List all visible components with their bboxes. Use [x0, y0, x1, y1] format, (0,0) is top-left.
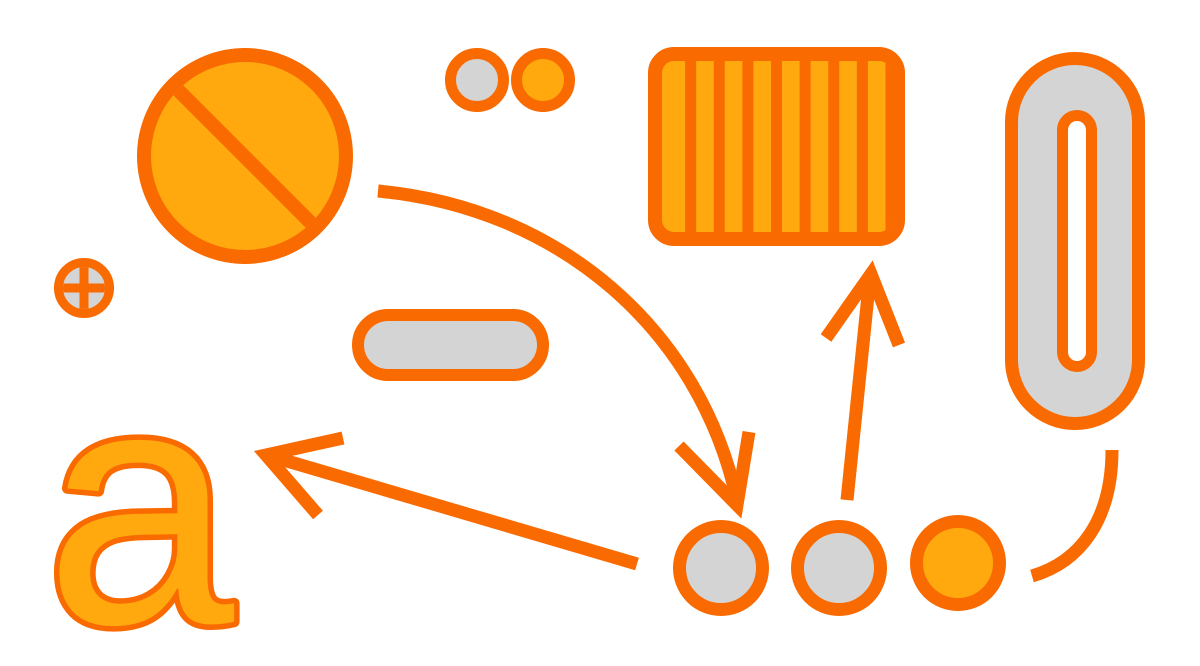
- curved-line-right-line: [1030, 449, 1119, 583]
- crosshair-circle-shape: [54, 258, 114, 318]
- tall-capsule-inner-slot: [1057, 110, 1097, 372]
- tall-capsule-inner-slot-body: [1057, 110, 1097, 372]
- letter-a-glyph: a: [40, 310, 242, 666]
- stripe-bar: [742, 61, 754, 232]
- straight-arrow-left-head-icon: [253, 431, 345, 520]
- striped-rounded-rectangle: [648, 47, 905, 246]
- small-circle-gray-top: [445, 48, 509, 112]
- straight-arrow-up-line: [840, 275, 877, 501]
- stripe-bar: [856, 61, 868, 232]
- bottom-circle-gray-1-body: [673, 520, 769, 616]
- letter-a-glyph-text: a: [45, 316, 236, 666]
- bottom-circle-gray-2-body: [791, 520, 887, 616]
- circle-slash-shape: [137, 48, 353, 264]
- bottom-circle-orange-3-body: [910, 515, 1006, 611]
- stripe-bar: [885, 61, 891, 232]
- stripe-bar: [713, 61, 725, 232]
- gray-pill-shape: [352, 309, 549, 381]
- bottom-circle-orange-3: [910, 515, 1006, 611]
- curved-arrow-down-right: [377, 184, 756, 519]
- bottom-circle-gray-1: [673, 520, 769, 616]
- striped-rounded-rectangle-stripes: [685, 61, 891, 232]
- straight-arrow-left-line: [268, 449, 639, 571]
- stripe-bar: [771, 61, 782, 232]
- stripe-bar: [685, 61, 697, 232]
- curved-line-right: [1030, 449, 1119, 583]
- crosshair-circle-shape-cross: [63, 267, 105, 309]
- bottom-circle-gray-2: [791, 520, 887, 616]
- straight-arrow-up: [820, 260, 906, 501]
- shape-layer: a: [40, 47, 1145, 666]
- small-circle-gray-top-body: [445, 48, 509, 112]
- circle-slash-shape-slash: [165, 77, 325, 237]
- straight-arrow-left: [253, 431, 639, 571]
- gray-pill-shape-body: [352, 309, 549, 381]
- curved-arrow-down-right-line: [377, 184, 744, 502]
- small-circle-orange-top-body: [511, 48, 575, 112]
- straight-arrow-up-head-icon: [820, 260, 906, 348]
- curved-arrow-down-right-head-icon: [674, 430, 756, 519]
- stripe-bar: [828, 61, 840, 232]
- stripe-bar: [799, 61, 811, 232]
- small-circle-orange-top: [511, 48, 575, 112]
- connector-layer: [253, 184, 1119, 583]
